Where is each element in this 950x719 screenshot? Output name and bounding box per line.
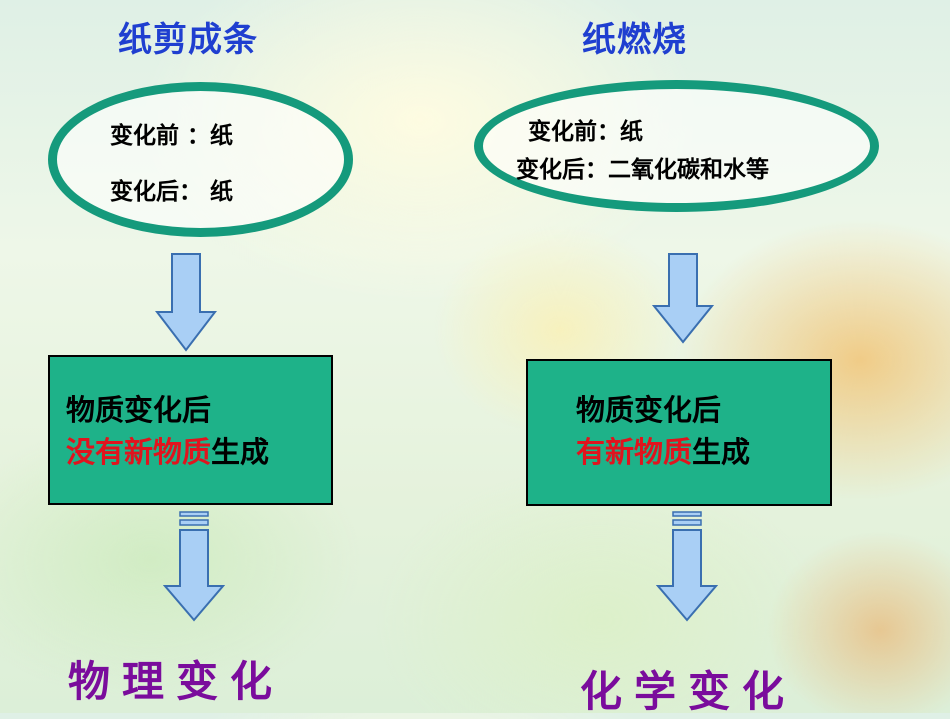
left-down-arrow-bottom [163,511,225,622]
right-down-arrow-bottom [656,511,718,622]
left-box-line1: 物质变化后 [66,393,212,427]
left-down-arrow-top [155,253,217,352]
right-down-arrow-top [652,253,714,344]
right-result-label: 化学变化 [580,667,797,716]
left-result-label: 物理变化 [68,657,285,706]
left-after-text: 变化后： 纸 [110,179,234,205]
right-box-line1: 物质变化后 [576,393,722,427]
right-title: 纸燃烧 [582,20,687,60]
right-result-box [526,359,832,506]
right-box-line2: 有新物质生成 [576,433,750,471]
left-box-highlight: 没有新物质 [66,435,212,469]
left-title: 纸剪成条 [118,20,258,60]
right-oval [474,80,879,212]
left-before-text: 变化前 ：纸 [110,123,234,149]
right-before-text: 变化前：纸 [528,119,643,145]
left-oval [48,82,353,237]
right-box-line2-tail: 生成 [692,435,751,469]
left-box-line2-tail: 生成 [211,435,270,469]
left-box-line2: 没有新物质生成 [66,433,269,471]
left-result-box [48,355,333,505]
right-box-highlight: 有新物质 [576,435,693,469]
right-after-text: 变化后：二氧化碳和水等 [516,157,769,183]
